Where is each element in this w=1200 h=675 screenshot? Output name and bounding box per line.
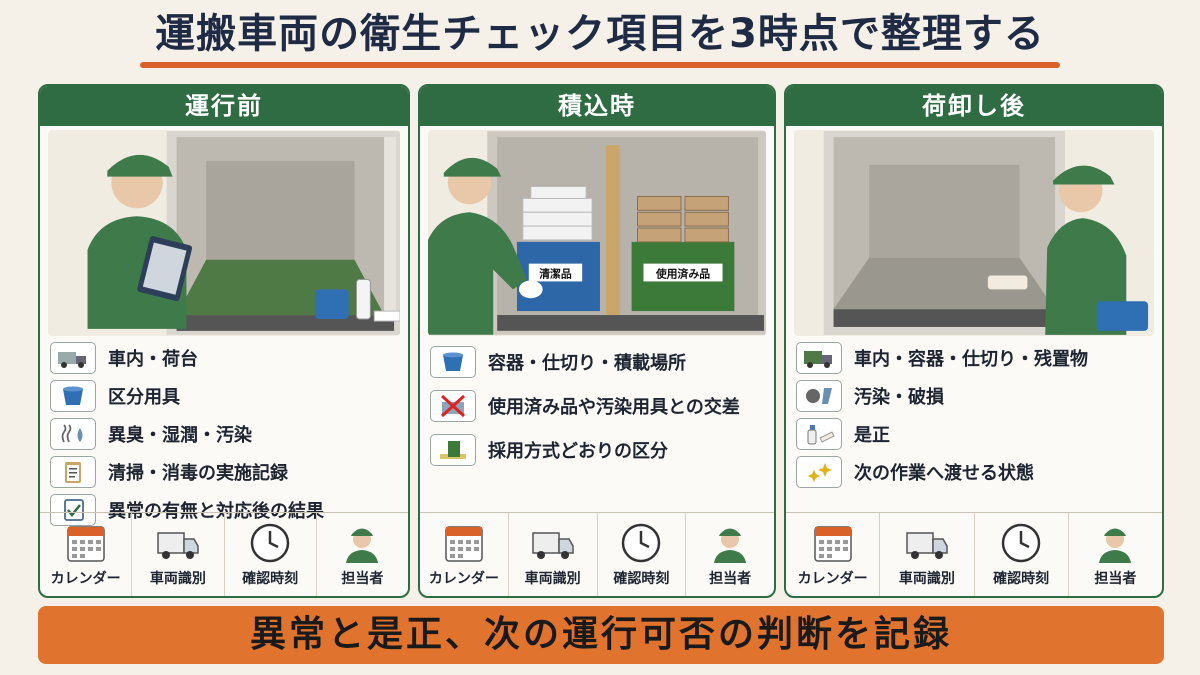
- item-label: 採用方式どおりの区分: [488, 441, 668, 462]
- item-label: 区分用具: [108, 387, 180, 408]
- record-field-label: 車両識別: [149, 571, 206, 587]
- spray-cloth-icon: [796, 418, 842, 450]
- record-field-label: カレンダー: [428, 571, 499, 587]
- checklist-item-cross-contamination: 使用済み品や汚染用具との交差: [430, 384, 764, 428]
- record-field-label: 担当者: [709, 571, 752, 587]
- record-field-label: 確認時刻: [242, 571, 299, 587]
- checklist-item-abnormality-result: 異常の有無と対応後の結果: [50, 492, 398, 528]
- record-field-person-in-charge: 担当者: [317, 513, 408, 596]
- checklist-item-sorting-tools: 区分用具: [50, 378, 398, 414]
- truck-icon: [50, 342, 96, 374]
- record-field-label: 確認時刻: [993, 571, 1050, 587]
- item-label: 異常の有無と対応後の結果: [108, 501, 324, 522]
- checklist-item-correction: 是正: [796, 416, 1152, 452]
- summary-banner: 異常と是正、次の運行可否の判断を記録: [38, 606, 1164, 664]
- record-field-label: 車両識別: [898, 571, 955, 587]
- scene-cleaning: [794, 130, 1154, 336]
- worker-icon: [346, 528, 379, 563]
- item-label: 異臭・湿潤・汚染: [108, 425, 252, 446]
- scene-inspection: [48, 130, 400, 336]
- panel-before-operation: 運行前 車内・荷台: [38, 84, 410, 598]
- calendar-icon: [813, 526, 852, 562]
- item-label: 容器・仕切り・積載場所: [488, 353, 686, 374]
- checklist-item-stain-damage: 汚染・破損: [796, 378, 1152, 414]
- item-label: 使用済み品や汚染用具との交差: [488, 397, 740, 418]
- checklist-item-leftover-items: 車内・容器・仕切り・残置物: [796, 340, 1152, 376]
- record-field-calendar: カレンダー: [420, 513, 509, 596]
- item-label: 清掃・消毒の実施記録: [108, 463, 288, 484]
- item-label: 車内・容器・仕切り・残置物: [854, 349, 1088, 370]
- bucket-icon: [50, 380, 96, 412]
- partition-icon: [430, 434, 476, 466]
- record-fields-row: カレンダー 車両識別 確認時刻 担当者: [786, 512, 1162, 596]
- clean-box-label: 清潔品: [539, 266, 572, 280]
- record-field-vehicle-id: 車両識別: [132, 513, 225, 596]
- panel-heading: 運行前: [40, 86, 408, 126]
- truck-icon: [531, 532, 574, 559]
- record-field-person-in-charge: 担当者: [686, 513, 774, 596]
- checklist-item-odor-moisture: 異臭・湿潤・汚染: [50, 416, 398, 452]
- sparkle-icon: [796, 456, 842, 488]
- record-fields-row: カレンダー 車両識別 確認時刻 担当者: [40, 512, 408, 596]
- record-field-vehicle-id: 車両識別: [509, 513, 598, 596]
- calendar-icon: [445, 526, 483, 562]
- record-fields-row: カレンダー 車両識別 確認時刻 担当者: [420, 512, 774, 596]
- panel-heading: 積込時: [420, 86, 774, 126]
- truck-icon: [906, 532, 948, 559]
- record-field-label: カレンダー: [50, 571, 121, 587]
- record-field-check-time: 確認時刻: [598, 513, 687, 596]
- truck-cleaning-illustration: [823, 131, 1149, 335]
- checkbox-icon: [50, 494, 96, 526]
- truck-inspection-illustration: [87, 131, 400, 335]
- scene-loading: 清潔品 使用済み品: [428, 130, 766, 336]
- panel-after-unloading: 荷卸し後 車内・容器・仕切り・残置物 汚染・破損: [784, 84, 1164, 598]
- record-field-label: 確認時刻: [613, 571, 670, 587]
- clock-icon: [622, 523, 661, 563]
- stain-damage-icon: [796, 380, 842, 412]
- container-icon: [430, 346, 476, 378]
- item-label: 是正: [854, 425, 890, 446]
- used-box-label: 使用済み品: [655, 266, 710, 280]
- truck-icon: [157, 532, 199, 559]
- item-label: 汚染・破損: [854, 387, 944, 408]
- page-title: 運搬車両の衛生チェック項目を3時点で整理する: [155, 11, 1045, 57]
- record-field-label: 担当者: [1094, 571, 1137, 587]
- cargo-truck-icon: [796, 342, 842, 374]
- truck-loading-illustration: 清潔品 使用済み品: [428, 131, 766, 335]
- checklist-item-ready-state: 次の作業へ渡せる状態: [796, 454, 1152, 490]
- title-underline: [140, 62, 1060, 68]
- odor-drop-icon: [50, 418, 96, 450]
- checklist-item-cleaning-record: 清掃・消毒の実施記録: [50, 454, 398, 490]
- record-field-check-time: 確認時刻: [975, 513, 1069, 596]
- item-label: 次の作業へ渡せる状態: [854, 463, 1034, 484]
- item-label: 車内・荷台: [108, 349, 198, 370]
- worker-icon: [1099, 528, 1132, 563]
- checklist-item-truck-bed: 車内・荷台: [50, 340, 398, 376]
- calendar-icon: [66, 526, 105, 562]
- record-field-label: カレンダー: [797, 571, 868, 587]
- panel-loading: 積込時 清潔品 使用済み品 容器・仕切り・積載場所: [418, 84, 776, 598]
- clipboard-icon: [50, 456, 96, 488]
- record-field-person-in-charge: 担当者: [1069, 513, 1162, 596]
- worker-icon: [714, 528, 747, 563]
- clock-icon: [1001, 523, 1041, 563]
- no-cross-icon: [430, 390, 476, 422]
- record-field-calendar: カレンダー: [786, 513, 881, 596]
- record-field-label: 車両識別: [524, 571, 581, 587]
- record-field-label: 担当者: [341, 571, 384, 587]
- record-field-check-time: 確認時刻: [225, 513, 317, 596]
- checklist-item-method-separation: 採用方式どおりの区分: [430, 428, 764, 472]
- clock-icon: [250, 523, 290, 563]
- record-field-calendar: カレンダー: [40, 513, 133, 596]
- record-field-vehicle-id: 車両識別: [880, 513, 975, 596]
- panel-heading: 荷卸し後: [786, 86, 1162, 126]
- checklist-item-container-partition: 容器・仕切り・積載場所: [430, 340, 764, 384]
